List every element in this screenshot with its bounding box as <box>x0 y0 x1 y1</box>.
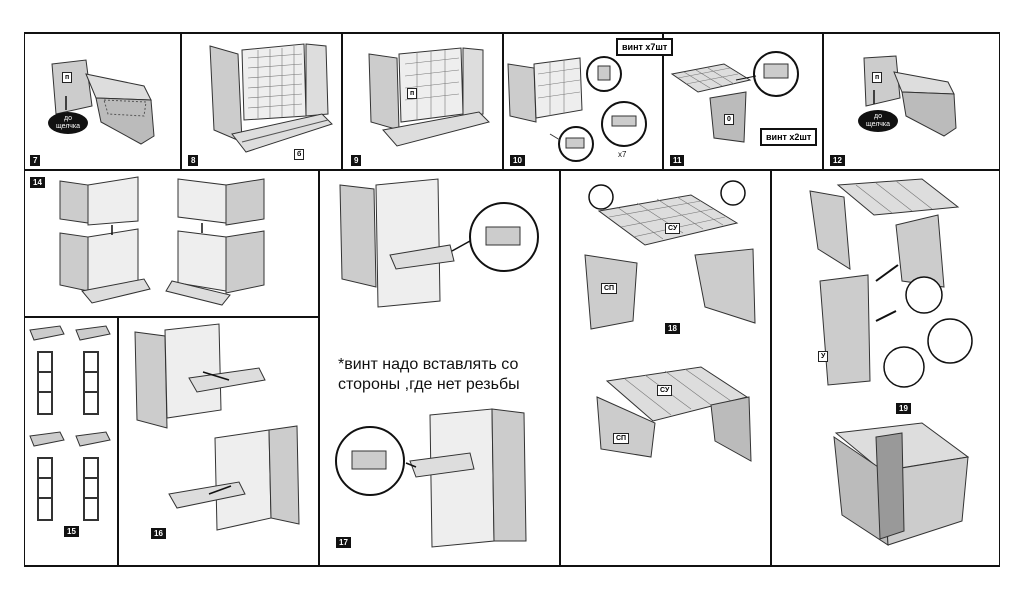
divider <box>822 32 824 170</box>
step-16-panel: 16 <box>119 318 318 565</box>
mid-left-rule <box>24 316 318 318</box>
label-p: п <box>62 72 73 83</box>
divider <box>502 32 504 170</box>
divider <box>180 32 182 170</box>
step-15-panel: 15 <box>26 318 117 565</box>
step-11-drawing <box>670 51 799 143</box>
divider <box>662 32 664 170</box>
step-number: 18 <box>665 323 680 334</box>
step-number: 10 <box>510 155 525 166</box>
step-12-panel: п до щелчка 12 <box>824 34 999 169</box>
label-o: 0 <box>724 114 734 125</box>
label-sp: СП <box>601 283 618 294</box>
divider <box>318 169 320 567</box>
step-15-drawing <box>29 325 111 521</box>
step-number: 8 <box>188 155 199 166</box>
label-sp: СП <box>613 433 630 444</box>
label-su: СУ <box>665 223 681 234</box>
step-19-panel: У 19 <box>772 171 999 565</box>
step-8-panel: б 8 <box>182 34 341 169</box>
step-number: 17 <box>336 537 351 548</box>
to-mark-oval: до щелчка <box>858 110 898 132</box>
step-number: 19 <box>896 403 911 414</box>
step-19-drawing <box>809 178 973 546</box>
step-17-drawing <box>335 178 539 548</box>
step-17-panel: *винт надо вставлять со стороны ,где нет… <box>320 171 559 565</box>
top-rule <box>24 32 1000 34</box>
step-number: 12 <box>830 155 845 166</box>
step-number: 7 <box>30 155 41 166</box>
bottom-rule <box>24 565 1000 567</box>
step-18-drawing <box>584 180 756 462</box>
step-number: 9 <box>351 155 362 166</box>
step-10-panel: винт х7шт x7 10 <box>504 34 674 169</box>
step-number: 16 <box>151 528 166 539</box>
divider <box>117 316 119 567</box>
to-mark-oval: до щелчка <box>48 112 88 134</box>
label-u: У <box>818 351 829 362</box>
screw-x7-label: винт х7шт <box>616 38 674 56</box>
note-line-1: *винт надо вставлять со <box>338 356 519 373</box>
step-number: 15 <box>64 526 79 537</box>
screw-x2-label: винт х2шт <box>760 128 818 146</box>
left-rule <box>24 32 25 567</box>
step-12-drawing <box>863 55 957 137</box>
right-rule <box>999 32 1000 567</box>
step-7-drawing <box>51 59 155 145</box>
step-14-panel: 14 <box>26 171 318 316</box>
step-9-panel: п 9 <box>343 34 502 169</box>
step-10-drawing <box>507 56 647 162</box>
step-9-drawing <box>368 47 490 147</box>
label-p: п <box>872 72 883 83</box>
step-14-drawing <box>59 176 265 306</box>
divider <box>559 169 561 567</box>
top-mid-rule <box>24 169 1000 171</box>
step-number: 14 <box>30 177 45 188</box>
step-7-panel: п до щелчка 7 <box>26 34 180 169</box>
label-b: б <box>294 149 305 160</box>
note-line-2: стороны ,где нет резьбы <box>338 376 520 393</box>
step-18-panel: СУ СП СУ СП 18 <box>561 171 770 565</box>
step-16-drawing <box>134 323 300 531</box>
divider <box>770 169 772 567</box>
label-su: СУ <box>657 385 673 396</box>
x7-label: x7 <box>618 150 627 159</box>
step-8-drawing <box>209 43 333 153</box>
step-number: 11 <box>670 155 685 166</box>
divider <box>341 32 343 170</box>
label-p: п <box>407 88 418 99</box>
step-11-panel: 0 винт х2шт 11 <box>664 34 822 169</box>
